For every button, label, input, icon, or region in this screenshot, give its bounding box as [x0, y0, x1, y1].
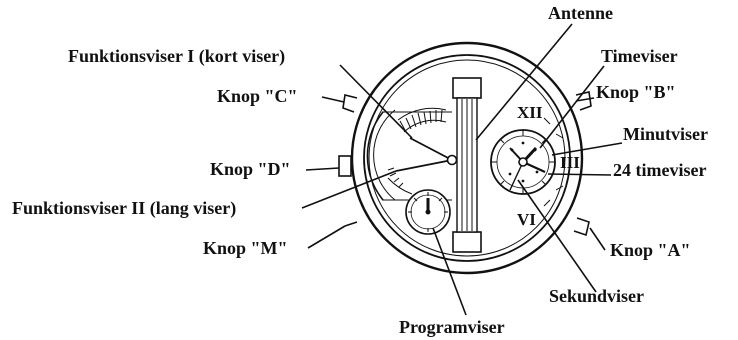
label-programviser: Programviser: [399, 317, 505, 337]
button-c: [342, 94, 358, 113]
label-knop-a: Knop "A": [610, 240, 691, 260]
label-funktionsviser-2: Funktionsviser II (lang viser): [12, 198, 236, 219]
labels: Antenne Timeviser Knop "B" Minutviser 24…: [12, 3, 708, 337]
label-minutviser: Minutviser: [623, 124, 708, 144]
label-sekundviser: Sekundviser: [549, 286, 644, 306]
button-d: [338, 155, 352, 177]
program-subdial: [405, 189, 451, 235]
time-subdial: XII III VI: [490, 103, 580, 229]
svg-text:VI: VI: [517, 210, 536, 229]
function-scale-ticks: [399, 109, 443, 133]
label-funktionsviser-1: Funktionsviser I (kort viser): [68, 46, 285, 67]
time-subdial-ticks: [491, 130, 555, 194]
button-a: [573, 217, 590, 237]
button-m: [344, 221, 358, 227]
second-hand: [509, 161, 524, 191]
antenna: [452, 77, 482, 253]
label-knop-m: Knop "M": [203, 238, 288, 258]
label-24-timeviser: 24 timeviser: [613, 160, 706, 180]
leader-lines: [301, 23, 623, 316]
label-timeviser: Timeviser: [601, 46, 678, 66]
label-knop-d: Knop "D": [210, 159, 291, 179]
label-knop-c: Knop "C": [217, 86, 298, 106]
lower-scale-ticks: [387, 167, 404, 188]
label-knop-b: Knop "B": [596, 82, 676, 102]
label-antenne: Antenne: [548, 3, 613, 23]
function-hand-short: [409, 137, 453, 161]
function-hand-long: [395, 159, 453, 172]
svg-text:XII: XII: [517, 103, 543, 122]
svg-text:III: III: [560, 153, 580, 172]
